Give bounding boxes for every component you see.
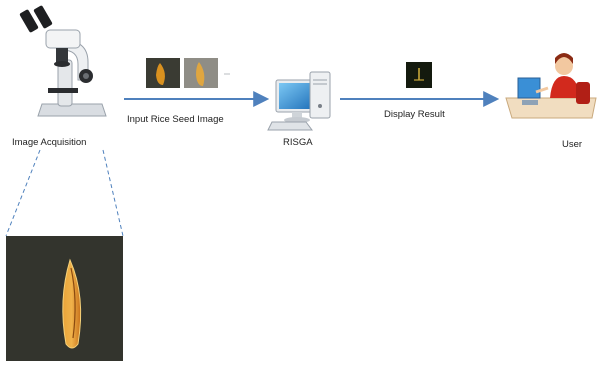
label-risga: RISGA (283, 137, 313, 148)
result-thumbnail (406, 62, 432, 88)
user-at-desk-icon (505, 53, 597, 119)
label-user: User (562, 139, 583, 150)
microscope-icon (19, 5, 107, 117)
zoom-line-right (102, 149, 124, 237)
input-seed-thumbnails (146, 58, 230, 88)
magnified-seed-image (6, 236, 123, 361)
label-display-result: Display Result (384, 109, 445, 120)
computer-icon (267, 71, 331, 131)
label-input-rice-seed-image: Input Rice Seed Image (127, 114, 224, 125)
zoom-line-left (5, 149, 41, 237)
label-image-acquisition: Image Acquisition (12, 137, 87, 148)
